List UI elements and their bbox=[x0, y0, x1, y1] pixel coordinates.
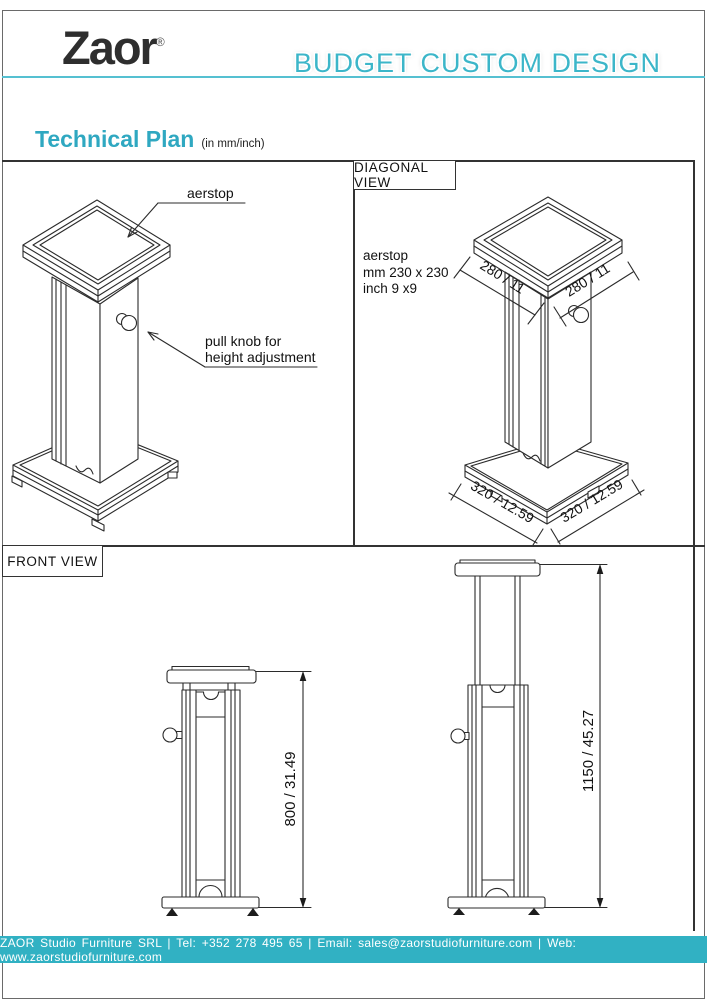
iso-base bbox=[465, 440, 628, 524]
arrowhead bbox=[148, 332, 158, 340]
foot-left bbox=[453, 908, 465, 915]
arrowhead bbox=[128, 228, 137, 238]
pull-knob-label-line1: pull knob for bbox=[205, 333, 282, 349]
dim-height-extended-label: 1150 / 45.27 bbox=[580, 710, 597, 792]
bottom-arch bbox=[486, 888, 509, 897]
dim-height-lowered-label: 800 / 31.49 bbox=[282, 751, 299, 826]
iso-stand-annotated-drawing: aerstop pull knob for height adjustment bbox=[10, 185, 345, 545]
header-rule bbox=[2, 76, 705, 78]
tagline: BUDGET CUSTOM DESIGN bbox=[293, 48, 661, 78]
cable-notch bbox=[76, 466, 93, 474]
page-border bbox=[2, 10, 705, 999]
footer-text: ZAOR Studio Furniture SRL | Tel: +352 27… bbox=[0, 935, 577, 964]
content-right-line bbox=[693, 160, 695, 931]
arrow-up bbox=[299, 671, 307, 681]
aerstop-annotation: aerstop bbox=[128, 185, 245, 237]
pull-knob bbox=[451, 729, 469, 743]
cable-notch bbox=[523, 453, 540, 461]
zaor-logo: Zaor® bbox=[62, 24, 165, 71]
foot-right bbox=[528, 908, 540, 915]
dim-height-extended: 1150 / 45.27 bbox=[540, 564, 607, 908]
aerstop-spec-line1: aerstop bbox=[363, 248, 409, 263]
diagonal-view-label: DIAGONAL VIEW bbox=[353, 160, 456, 190]
arrow-down bbox=[299, 898, 307, 908]
iso-top-plate bbox=[474, 197, 622, 299]
bottom-arch bbox=[199, 886, 222, 898]
pull-knob-label-line2: height adjustment bbox=[205, 349, 316, 365]
front-stand-lowered bbox=[162, 667, 259, 916]
footer-bar: ZAOR Studio Furniture SRL | Tel: +352 27… bbox=[0, 935, 707, 964]
page-title: Technical Plan (in mm/inch) bbox=[35, 126, 265, 157]
top-notch bbox=[482, 685, 514, 693]
front-view-label: FRONT VIEW bbox=[2, 545, 103, 577]
front-view-lowered-drawing: 800 / 31.49 bbox=[155, 655, 325, 916]
page-title-text: Technical Plan bbox=[35, 126, 195, 152]
pull-knob-annotation: pull knob for height adjustment bbox=[148, 332, 317, 367]
front-view-extended-drawing: 1150 / 45.27 bbox=[440, 555, 615, 915]
pull-knob bbox=[569, 306, 589, 323]
foot-right bbox=[247, 908, 259, 916]
arrow-down bbox=[596, 898, 604, 908]
aerstop-spec: aerstop mm 230 x 230 inch 9 x9 bbox=[363, 248, 449, 298]
content-top-line bbox=[2, 160, 694, 162]
units-note: (in mm/inch) bbox=[201, 138, 265, 150]
dim-height-lowered: 800 / 31.49 bbox=[256, 671, 311, 908]
vertical-divider bbox=[353, 160, 355, 545]
section-divider bbox=[2, 545, 705, 547]
aerstop-spec-line2: mm 230 x 230 bbox=[363, 264, 449, 280]
aerstop-spec-line3: inch 9 x9 bbox=[363, 281, 418, 296]
registered-mark: ® bbox=[155, 35, 165, 49]
zaor-logo-text: Zaor bbox=[62, 21, 158, 74]
top-notch bbox=[196, 692, 225, 700]
iso-column bbox=[505, 272, 591, 468]
iso-stand-dimensioned-drawing: 280 / 11 280 / 11 320 / 12.59 320 / 12.5… bbox=[355, 165, 694, 550]
iso-top-plate bbox=[23, 200, 170, 302]
pull-knob bbox=[163, 728, 182, 742]
foot-left bbox=[166, 908, 178, 916]
aerstop-label: aerstop bbox=[187, 185, 234, 201]
arrow-up bbox=[596, 564, 604, 574]
front-stand-extended bbox=[448, 560, 545, 915]
pull-knob bbox=[117, 314, 137, 331]
iso-column bbox=[52, 277, 138, 483]
